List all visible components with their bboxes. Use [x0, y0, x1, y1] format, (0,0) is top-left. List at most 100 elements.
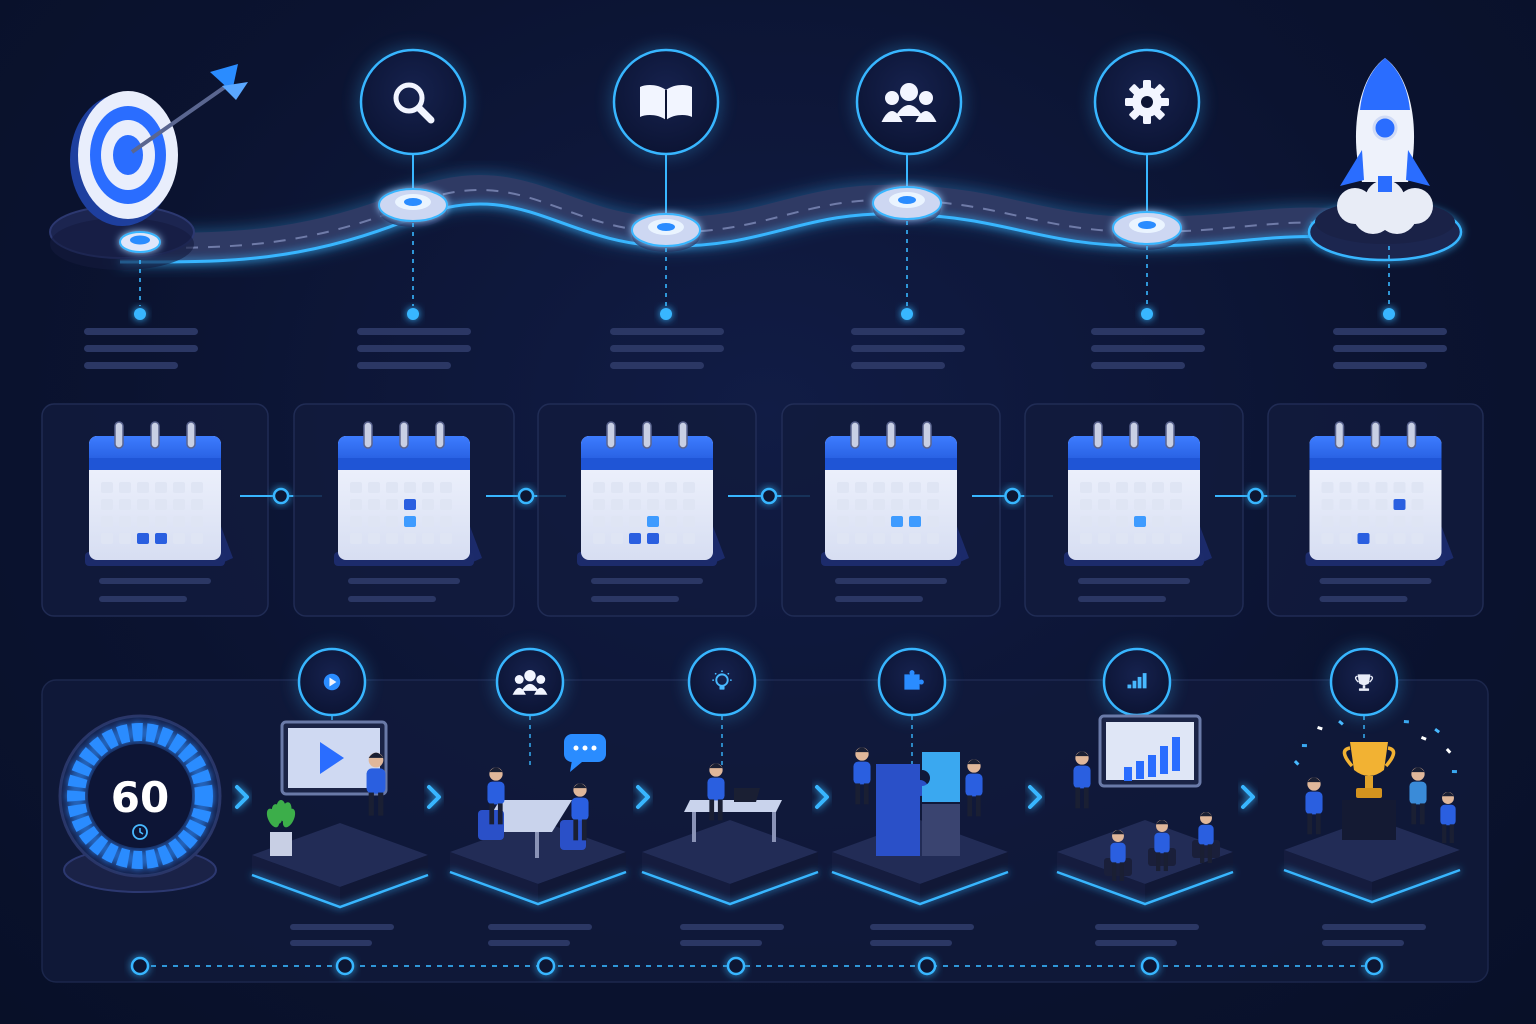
- step-text-placeholder: [870, 924, 974, 946]
- team-icon: [853, 46, 965, 158]
- confetti: [1317, 726, 1323, 731]
- milestone-dot: [134, 308, 146, 320]
- chevron-right-icon: [636, 785, 650, 809]
- confetti: [1403, 720, 1409, 724]
- calendar-icon: [85, 421, 233, 566]
- calendar-icon: [334, 421, 482, 566]
- milestone-dot: [660, 308, 672, 320]
- milestone-pin: [378, 188, 448, 227]
- person-figure: [1110, 830, 1126, 882]
- milestone-pin: [872, 186, 942, 225]
- team-icon: [493, 645, 567, 719]
- person-figure: [853, 747, 871, 805]
- person-figure: [1073, 751, 1091, 809]
- milestone-pin: [119, 231, 161, 253]
- timeline-node: [726, 956, 746, 976]
- person-figure: [487, 767, 505, 825]
- roadmap-milestone: [1091, 46, 1205, 369]
- schedule-card: [41, 403, 269, 617]
- milestone-text-placeholder: [851, 328, 965, 369]
- scene-workstation: [684, 763, 782, 842]
- schedule-row: [41, 403, 1484, 617]
- platform: [1283, 818, 1461, 904]
- timer-icon: 60: [58, 714, 222, 893]
- calendar-icon: [577, 421, 725, 566]
- process-step: [449, 645, 627, 946]
- target-icon: [49, 64, 248, 270]
- scene-presentation: [266, 720, 388, 856]
- milestone-text-placeholder: [1333, 328, 1447, 369]
- puzzle-icon: [875, 645, 949, 719]
- play-icon: [295, 645, 369, 719]
- scene-analytics-audience: [1073, 714, 1220, 882]
- scene-meeting: [478, 734, 606, 858]
- timeline-node: [335, 956, 355, 976]
- person-figure: [366, 752, 386, 816]
- schedule-card: [1267, 403, 1484, 617]
- step-text-placeholder: [1322, 924, 1426, 946]
- chevron-right-icon: [427, 785, 441, 809]
- timeline-node: [1140, 956, 1160, 976]
- person-figure: [1154, 820, 1170, 872]
- confetti: [1420, 736, 1427, 741]
- roadmap-milestones: [49, 46, 1463, 369]
- milestone-text-placeholder: [610, 328, 724, 369]
- lightbulb-icon: [685, 645, 759, 719]
- platform: [251, 823, 429, 909]
- milestone-text-placeholder: [1091, 328, 1205, 369]
- person-figure: [571, 783, 589, 841]
- process-step: [251, 645, 429, 946]
- confetti: [1293, 759, 1300, 766]
- calendar-icon: [1064, 421, 1212, 566]
- process-timeline: [130, 956, 1384, 976]
- chevron-right-icon: [235, 785, 249, 809]
- schedule-text-placeholder: [348, 578, 460, 602]
- schedule-text-placeholder: [99, 578, 211, 602]
- process-step: [1283, 645, 1461, 946]
- milestone-pin: [1112, 211, 1182, 250]
- person-figure: [1440, 792, 1456, 844]
- step-text-placeholder: [1095, 924, 1199, 946]
- step-text-placeholder: [488, 924, 592, 946]
- milestone-pin: [631, 213, 701, 252]
- search-icon: [357, 46, 469, 158]
- chevron-right-icon: [1028, 785, 1042, 809]
- scene-celebration: [1293, 719, 1457, 844]
- person-figure: [707, 763, 725, 821]
- person-figure: [1305, 777, 1323, 835]
- process-step: [1056, 645, 1234, 946]
- schedule-card: [1024, 403, 1244, 617]
- confetti: [1301, 743, 1307, 748]
- confetti: [1445, 748, 1452, 754]
- process-step: [831, 645, 1009, 946]
- person-figure: [1409, 767, 1427, 825]
- step-text-placeholder: [680, 924, 784, 946]
- chat-bubble-icon: [564, 734, 606, 772]
- schedule-text-placeholder: [1319, 578, 1432, 602]
- step-text-placeholder: [290, 924, 394, 946]
- platform: [1056, 820, 1234, 906]
- book-icon: [610, 46, 722, 158]
- roadmap-milestone: [49, 64, 248, 369]
- process-step: 60: [58, 714, 222, 893]
- roadmap-milestone: [610, 46, 724, 369]
- timeline-node: [917, 956, 937, 976]
- milestone-text-placeholder: [84, 328, 198, 369]
- scene-puzzle: [853, 747, 983, 856]
- schedule-card: [537, 403, 757, 617]
- process-step: [641, 645, 819, 946]
- milestone-dot: [1141, 308, 1153, 320]
- timeline-node: [130, 956, 150, 976]
- schedule-text-placeholder: [835, 578, 947, 602]
- process-panel-frame: [41, 679, 1489, 983]
- chevron-right-icon: [1241, 785, 1255, 809]
- bar-chart-icon: [1100, 645, 1174, 719]
- milestone-text-placeholder: [357, 328, 471, 369]
- schedule-card: [293, 403, 515, 617]
- person-figure: [965, 759, 983, 817]
- timer-value: 60: [111, 773, 169, 822]
- timeline-node: [536, 956, 556, 976]
- person-figure: [1198, 812, 1214, 864]
- roadmap-road: [119, 173, 1394, 266]
- trophy-icon: [1327, 645, 1401, 719]
